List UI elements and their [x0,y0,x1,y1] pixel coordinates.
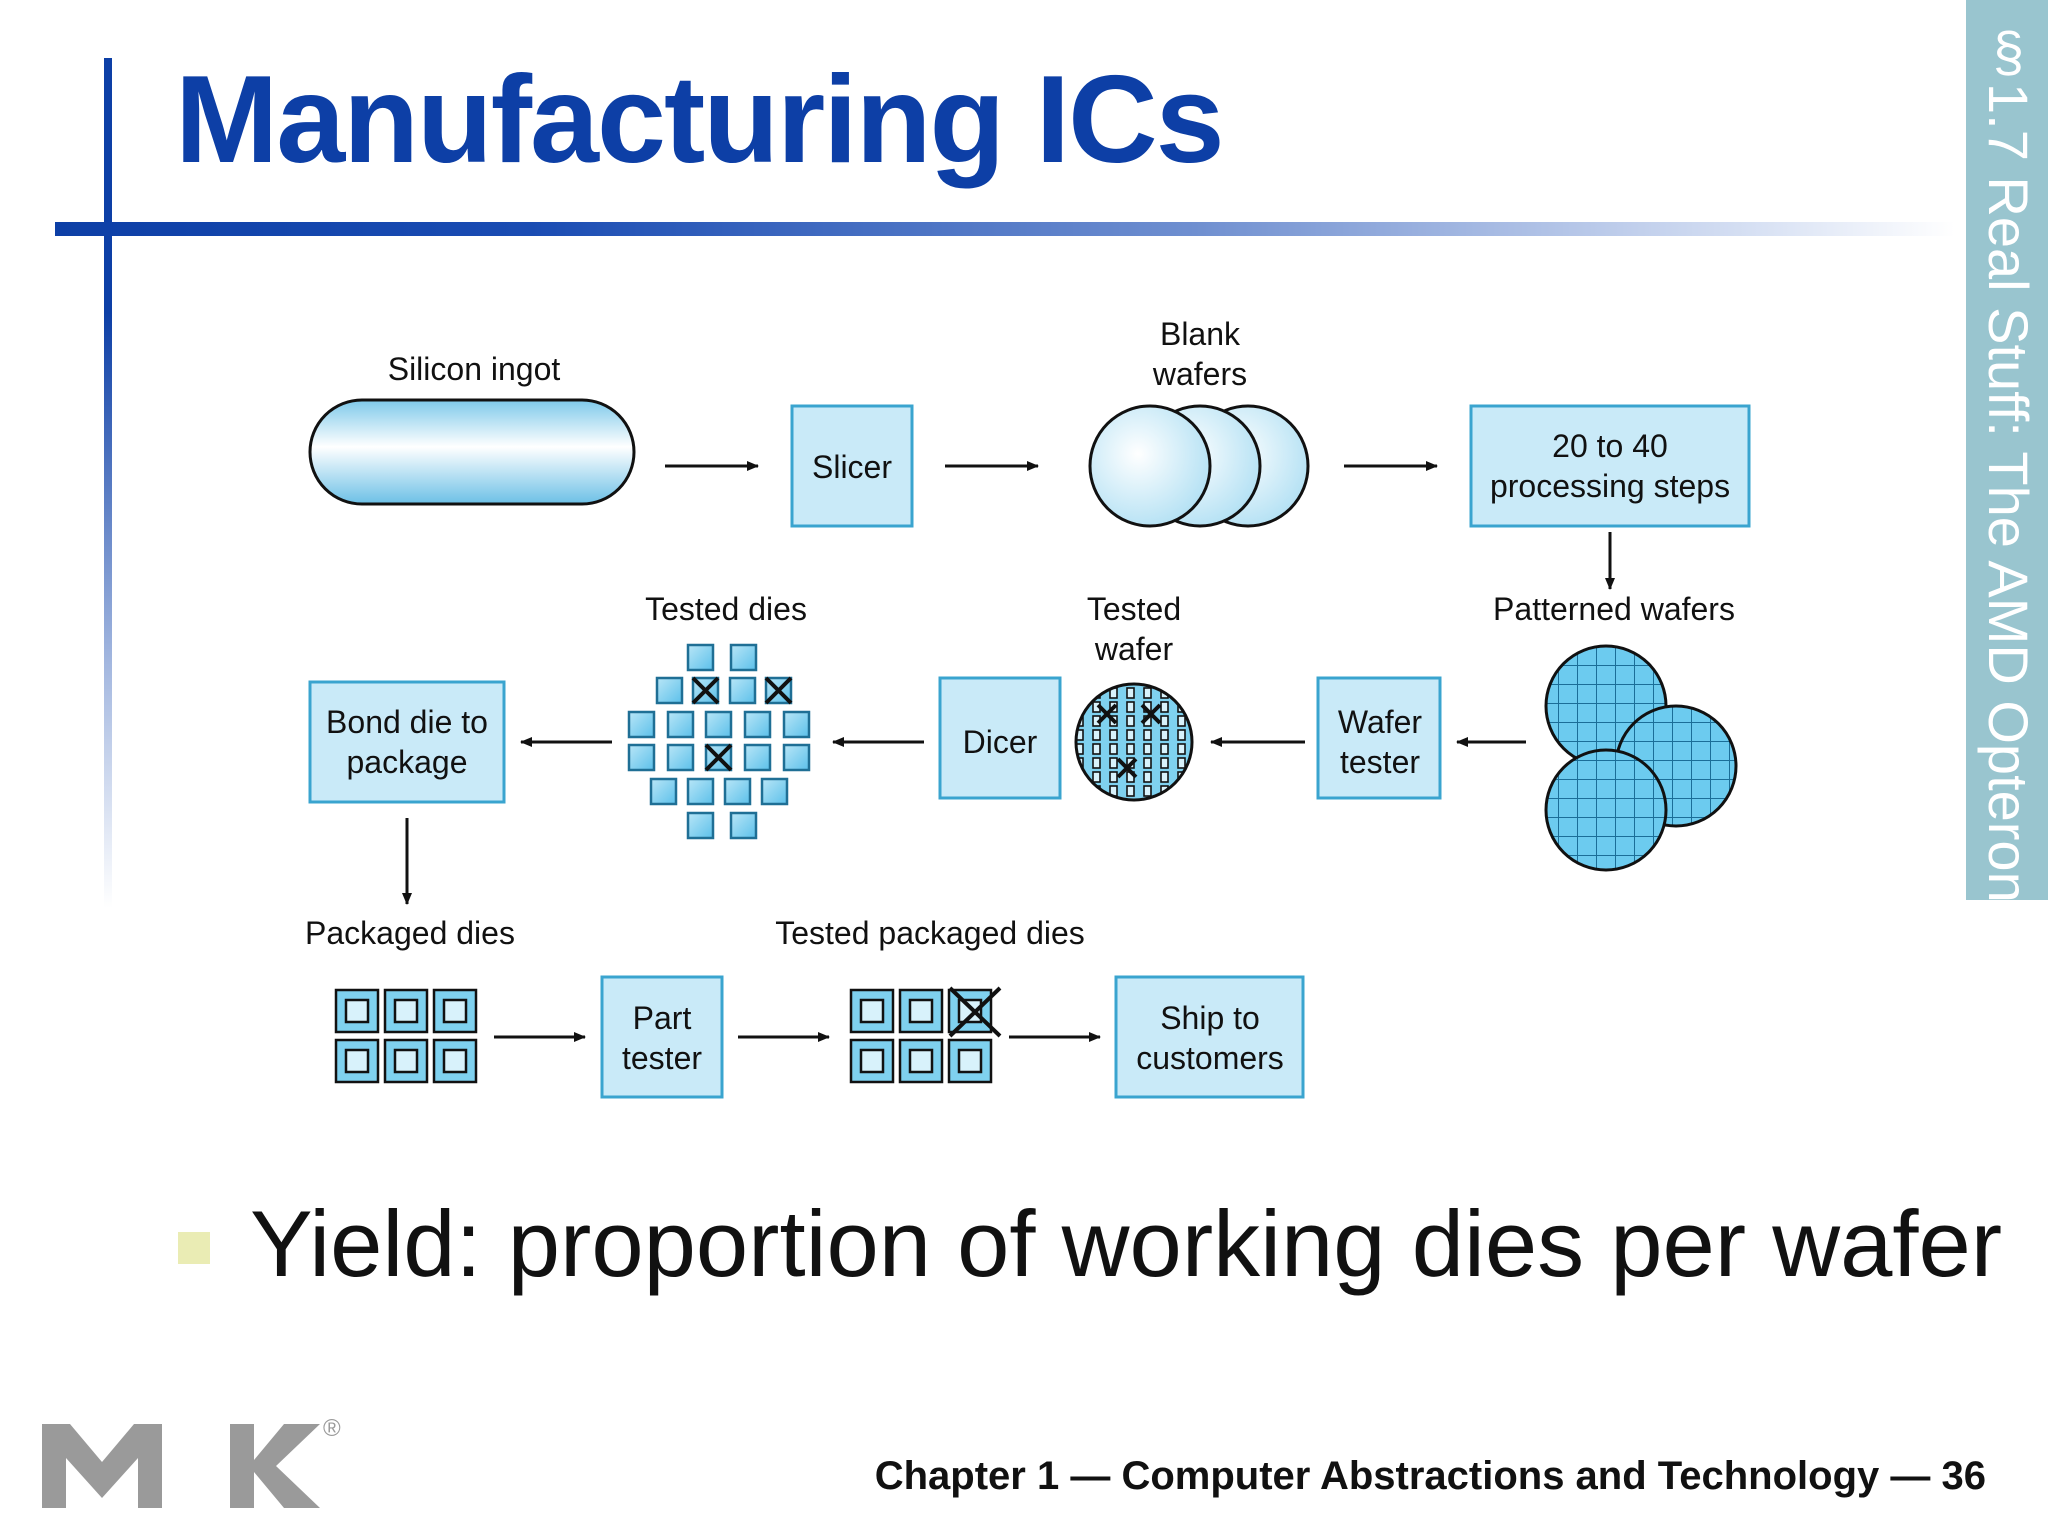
dicer-box: Dicer [938,676,1062,800]
ship-label-line1: Ship to [1160,1000,1260,1036]
processing-steps-box: 20 to 40 processing steps [1469,404,1751,528]
mk-publisher-logo: MK ® [40,1410,360,1515]
tested-packaged-dies-label: Tested packaged dies [775,915,1085,951]
section-side-tab-label: §1.7 Real Stuff: The AMD Opteron X4 [1977,20,2040,987]
logo-registered-mark: ® [323,1415,341,1442]
patterned-wafers-label: Patterned wafers [1493,591,1735,627]
yield-bullet-text: Yield: proportion of working dies per wa… [250,1191,2003,1296]
bond-die-box: Bond die to package [308,680,506,804]
ship-to-customers-box: Ship to customers [1114,975,1305,1099]
blank-wafers-label-line1: Blank [1160,316,1241,352]
packaged-dies-label: Packaged dies [305,915,515,951]
tested-packaged-dies [849,986,1002,1084]
logo-m-glyph [42,1424,162,1508]
section-side-tab [1966,0,2048,900]
blank-wafers-label-line2: wafers [1152,356,1247,392]
part-tester-box: Part tester [600,975,724,1099]
failed-die-marks [691,676,793,772]
silicon-ingot [308,398,636,506]
slide-footer: Chapter 1 — Computer Abstractions and Te… [874,1454,1986,1498]
slicer-box: Slicer [790,404,914,528]
tested-wafer-label-line1: Tested [1087,591,1181,627]
part-tester-label-line2: tester [622,1040,702,1076]
bond-label-line2: package [347,744,468,780]
accent-vertical-rule [104,58,112,908]
tested-dies-label: Tested dies [645,591,807,627]
tested-dies [627,643,811,840]
wafer-tester-box: Wafer tester [1316,676,1442,800]
processing-label-line2: processing steps [1490,468,1730,504]
blank-wafers [1088,404,1310,528]
wafer-tester-label-line2: tester [1340,744,1420,780]
logo-k-glyph [230,1424,320,1508]
ship-label-line2: customers [1136,1040,1284,1076]
wafer-tester-label-line1: Wafer [1338,704,1423,740]
dicer-label: Dicer [963,724,1038,760]
bond-label-line1: Bond die to [326,704,488,740]
tested-wafer [1074,682,1194,802]
bullet-marker [178,1232,210,1264]
slicer-label: Slicer [812,449,892,485]
logo-alt-text: MK [40,1410,42,1411]
processing-label-line1: 20 to 40 [1552,428,1668,464]
slide-title: Manufacturing ICs [175,51,1225,189]
part-tester-label-line1: Part [633,1000,692,1036]
accent-horizontal-rule [55,222,1955,236]
tested-wafer-label-line2: wafer [1094,631,1174,667]
packaged-dies [334,988,478,1084]
patterned-wafers [1544,644,1738,872]
silicon-ingot-label: Silicon ingot [388,351,561,387]
